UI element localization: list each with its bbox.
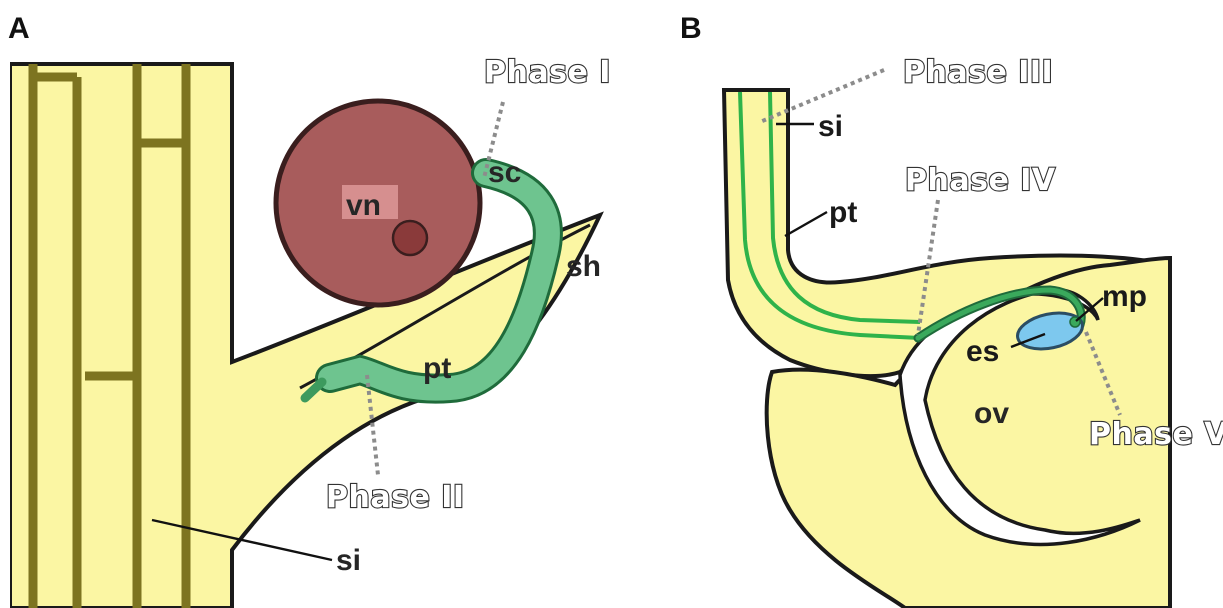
label-mp: mp xyxy=(1102,280,1147,313)
label-si-a: si xyxy=(336,544,361,577)
label-pt-b: pt xyxy=(829,196,857,229)
label-vn: vn xyxy=(346,189,381,222)
panel-a-letter: A xyxy=(8,12,30,45)
phase-2-label: Phase II xyxy=(326,480,465,515)
panel-a: A Phase I Phase II xyxy=(0,12,611,608)
label-pt-a: pt xyxy=(423,352,451,385)
label-si-b: si xyxy=(818,110,843,143)
label-es: es xyxy=(966,335,999,368)
panel-b: B Phase III Phase IV Phase V si pt mp xyxy=(680,12,1223,608)
label-sc: sc xyxy=(488,156,521,189)
pointer-pt-b xyxy=(785,212,827,236)
panel-b-letter: B xyxy=(680,12,702,45)
phase-1-label: Phase I xyxy=(484,55,611,90)
label-ov: ov xyxy=(974,397,1009,430)
phase-3-label: Phase III xyxy=(903,55,1053,90)
phase-5-label: Phase V xyxy=(1089,417,1223,452)
phase-4-label: Phase IV xyxy=(905,163,1056,198)
label-sh: sh xyxy=(566,250,601,283)
